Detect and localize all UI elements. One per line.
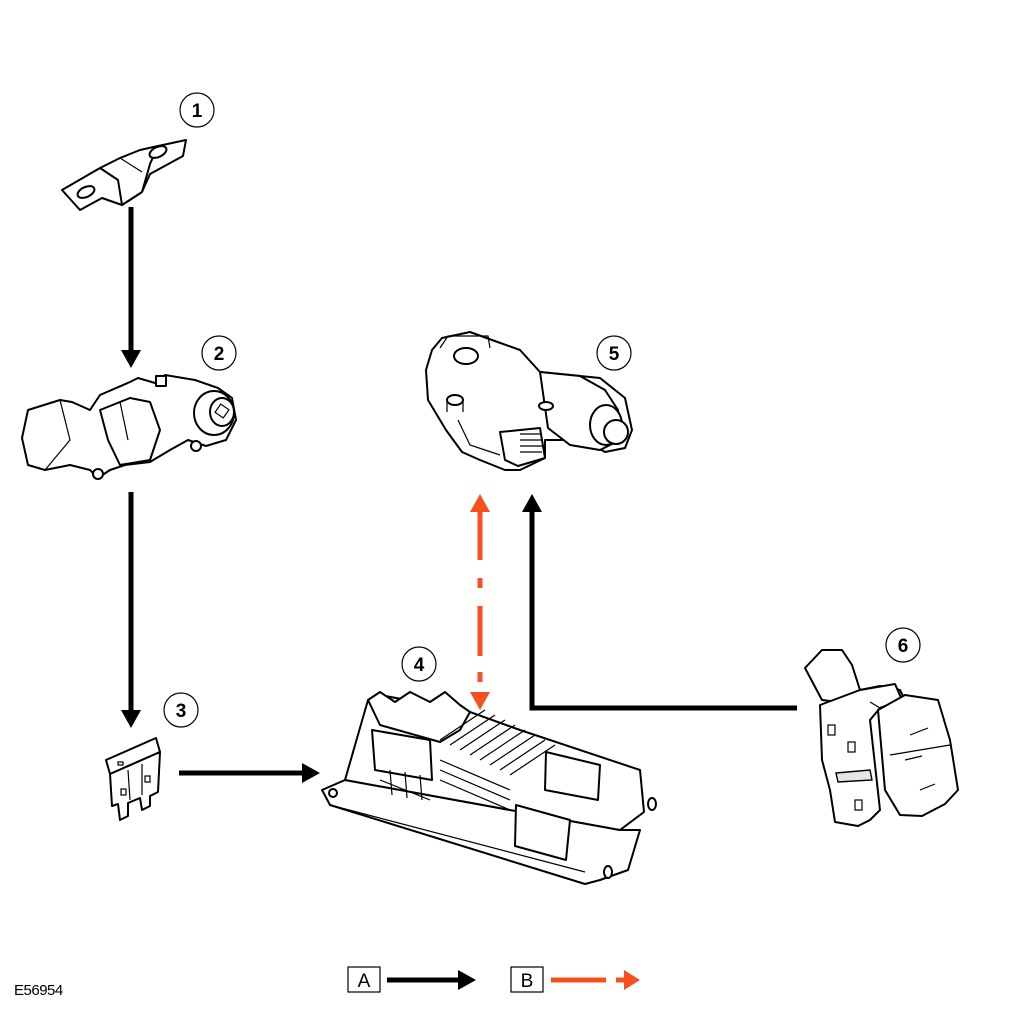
connection-6-to-5 (522, 494, 797, 711)
ignition-switch-icon (21, 374, 237, 480)
legend-b-key: B (521, 971, 534, 992)
callout-3: 3 (163, 692, 199, 728)
callout-5-label: 5 (609, 344, 620, 365)
callout-4-label: 4 (414, 655, 425, 676)
legend: A B (347, 966, 640, 993)
callout-2-label: 2 (214, 344, 225, 365)
callout-2: 2 (201, 335, 237, 371)
legend-a-key: A (358, 971, 371, 992)
callout-6-label: 6 (898, 636, 909, 657)
mega-fuse-icon (61, 139, 187, 211)
callout-1: 1 (179, 92, 215, 128)
blade-fuse-icon (105, 737, 161, 821)
figure-reference-code: E56954 (14, 982, 63, 999)
callout-3-label: 3 (176, 701, 187, 722)
callout-6: 6 (885, 627, 921, 663)
connection-4-to-5 (470, 494, 490, 710)
connection-1-to-2 (121, 207, 141, 368)
sunroof-motor-icon (425, 331, 633, 471)
callout-1-label: 1 (192, 101, 203, 122)
legend-item-a: A (347, 966, 476, 993)
callout-5: 5 (596, 335, 632, 371)
sunroof-switch-icon (804, 649, 959, 827)
callout-4: 4 (401, 646, 437, 682)
connection-2-to-3 (121, 492, 141, 728)
connection-3-to-4 (179, 763, 320, 783)
legend-item-b: B (510, 966, 640, 993)
fuse-rows (379, 709, 556, 811)
junction-box-icon (321, 691, 657, 885)
